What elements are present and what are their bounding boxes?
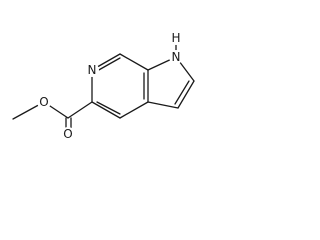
bond-c2-c3-inner — [174, 80, 190, 105]
pyrrole-hydrogen-label: H — [171, 31, 180, 45]
ring-nitrogen-atom: N — [85, 63, 99, 77]
bond-c7a-c7 — [119, 53, 149, 71]
chemical-structure: N N H O O — [12, 31, 195, 141]
bonds — [12, 43, 195, 129]
atom-labels: N N H O O — [37, 31, 183, 141]
ester-oxygen-label: O — [39, 95, 48, 109]
bond-c5-c4 — [91, 101, 121, 119]
bond-carbonyl-to-ring — [67, 101, 93, 119]
ring-nitrogen-label: N — [88, 63, 97, 77]
carbonyl-oxygen-atom: O — [61, 127, 75, 141]
bond-c5-c4-inner — [96, 101, 121, 115]
bond-c7-n6-inner — [96, 57, 121, 72]
pyrrole-hydrogen-atom: H — [169, 31, 183, 45]
carbonyl-oxygen-label: O — [63, 127, 72, 141]
pyrrole-nitrogen-label: N — [172, 50, 181, 64]
bond-c4-c3a — [119, 101, 149, 119]
pyrrole-nitrogen-atom: N — [169, 50, 183, 64]
ester-oxygen-atom: O — [37, 95, 51, 109]
bond-c3-c3a — [147, 101, 179, 109]
bond-c2-c3 — [177, 80, 195, 109]
